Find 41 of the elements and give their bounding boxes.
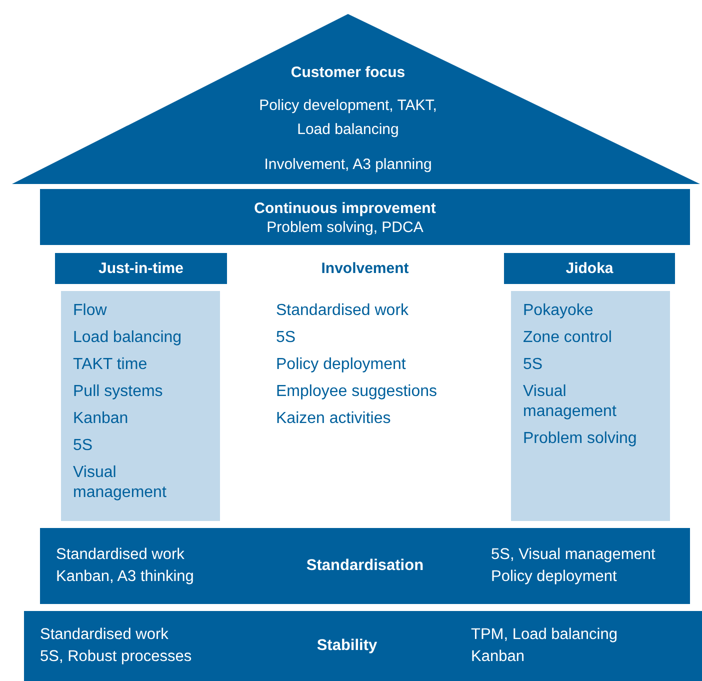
foundation-band [24,611,702,681]
band-text: TPM, Load balancing [471,625,618,644]
pillar-item: Zone control [523,328,613,348]
pillar-item: 5S [73,436,94,456]
pillar-item: Visual management [523,382,618,422]
pillar [511,291,670,521]
band-text: Kanban, A3 thinking [56,567,194,586]
pillar-item: Kanban [73,409,130,429]
pillar-header: Jidoka [504,253,675,284]
pillar-item: Load balancing [73,328,183,348]
column-item: Employee suggestions [276,382,437,401]
band-text: Standardised work [40,625,168,644]
band-text: 5S, Visual management [491,545,656,564]
column-item: Policy deployment [276,355,406,374]
pillar-item: Problem solving [523,429,638,449]
band-text: Kanban [471,647,524,666]
roof-title: Customer focus [290,63,406,83]
roof-triangle [12,14,700,184]
pillar-item: TAKT time [73,355,148,375]
pillar-header: Just-in-time [55,253,227,284]
roof-text: Involvement, A3 planning [263,155,433,175]
column-item: Standardised work [276,301,409,320]
pillar [61,291,220,521]
column-item: 5S [276,328,296,347]
pillar-item: Flow [73,301,108,321]
pillar-item: Pokayoke [523,301,594,321]
band-text: 5S, Robust processes [40,647,192,666]
roof-beam [40,189,690,245]
column-heading: Involvement [320,259,410,278]
foundation-band [40,528,690,604]
column-item: Kaizen activities [276,409,391,428]
pillar-item: Pull systems [73,382,164,402]
roof-text: Policy development, TAKT, Load balancing [258,96,438,140]
pillar-item: 5S [523,355,544,375]
band-title: Standardisation [305,556,425,575]
band-text: Standardised work [56,545,184,564]
band-title: Stability [316,636,378,655]
pillar-item: Visual management [73,463,168,503]
band-text: Policy deployment [491,567,617,586]
band-text: Problem solving, PDCA [266,218,424,237]
band-title: Continuous improvement [253,199,437,218]
